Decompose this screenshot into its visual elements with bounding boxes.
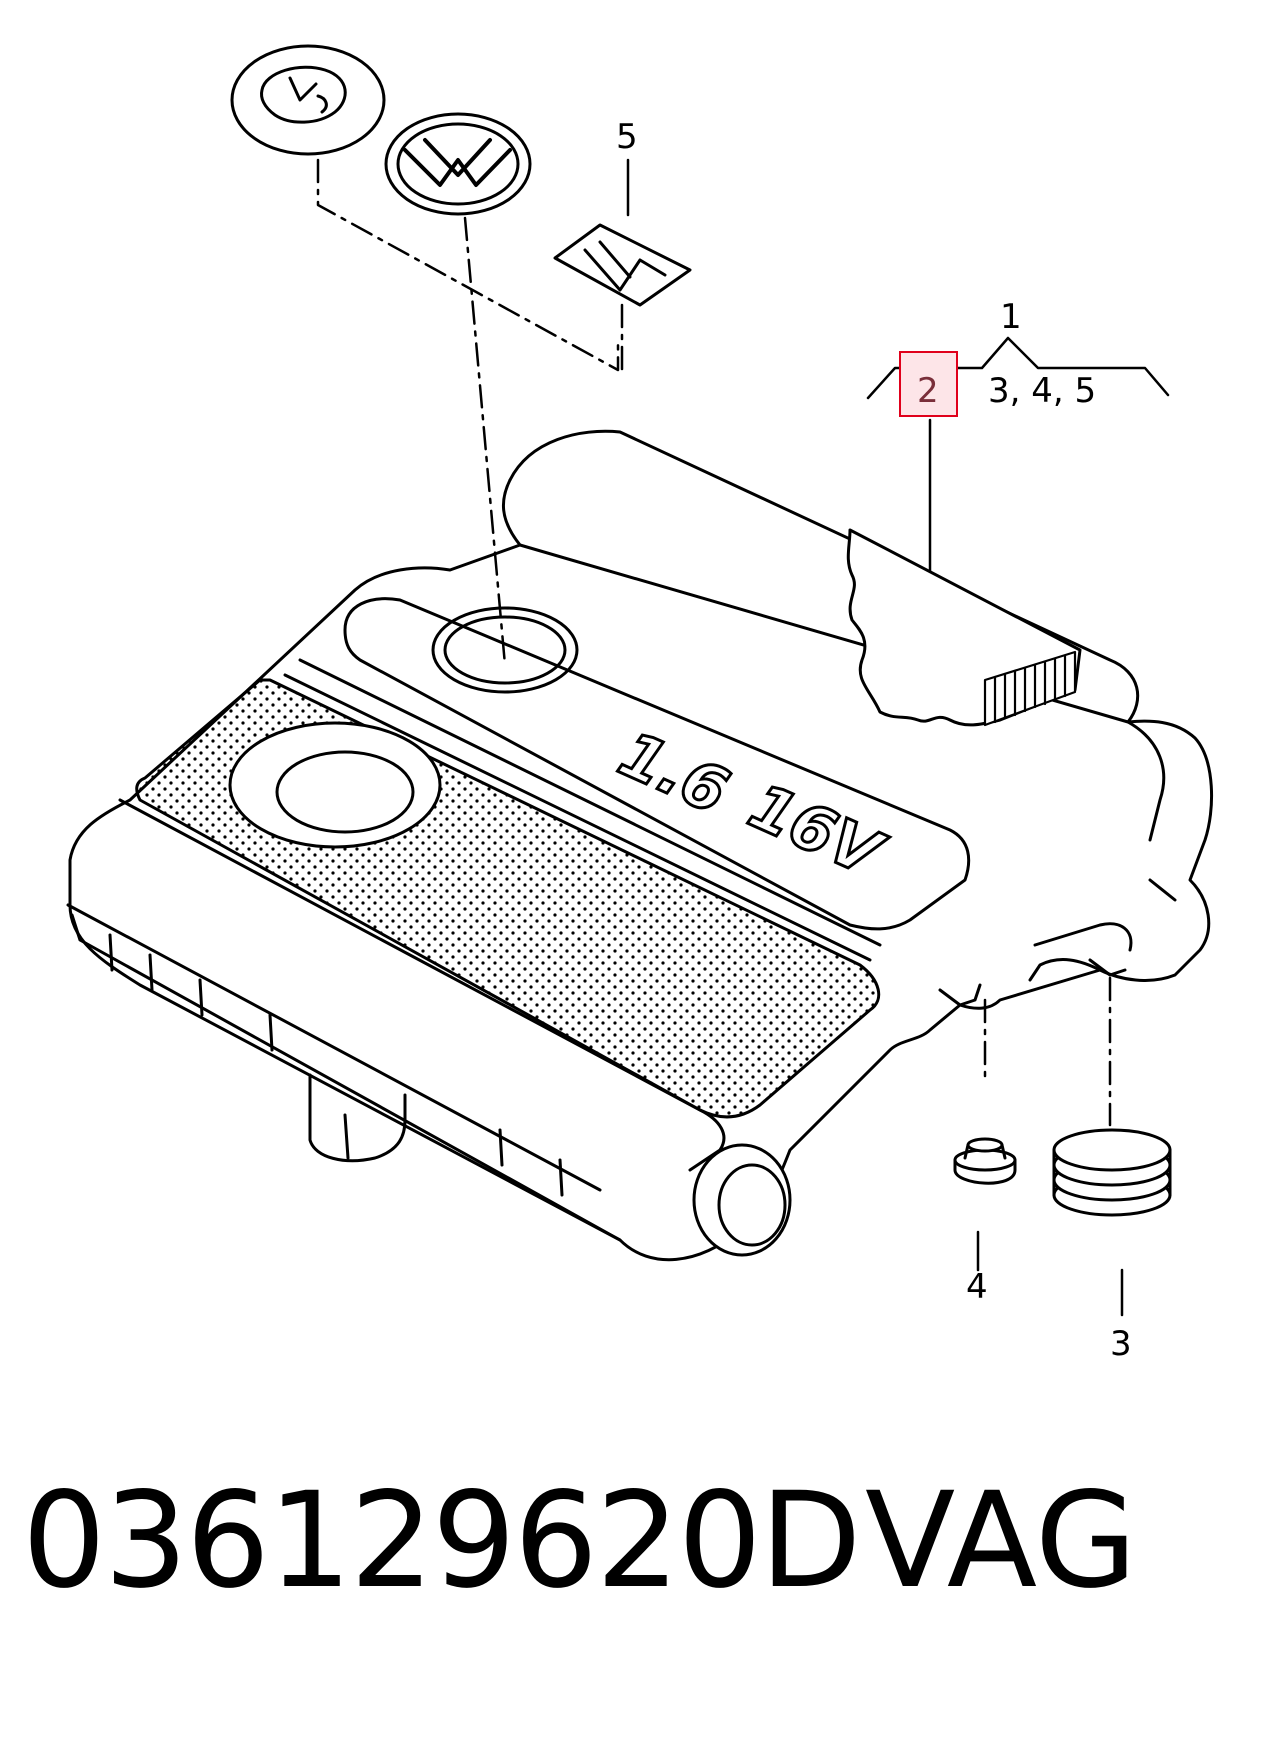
grommet-part-4 bbox=[953, 1137, 1017, 1185]
callout-1: 1 bbox=[1000, 297, 1022, 337]
guide-lines-emblems bbox=[316, 158, 1112, 1127]
part-number: 036129620D bbox=[22, 1464, 861, 1618]
callout-5: 5 bbox=[616, 117, 638, 157]
valves-label: 16V bbox=[739, 769, 896, 892]
callout-3: 3 bbox=[1110, 1324, 1132, 1364]
brand-name: VAG bbox=[865, 1464, 1138, 1618]
highlight-box-part-2 bbox=[899, 351, 958, 417]
badge-emblem-vw bbox=[384, 112, 532, 216]
badge-emblem-top-left bbox=[230, 44, 386, 156]
callout-3-4-5: 3, 4, 5 bbox=[988, 371, 1096, 411]
callout-2: 2 bbox=[917, 371, 939, 411]
seal-part-3 bbox=[1052, 1128, 1172, 1217]
exploded-parts-diagram: 1.6 16V 5 1 2 3, 4, 5 4 3 bbox=[66, 44, 1213, 1364]
badge-emblem-small bbox=[553, 223, 692, 307]
callout-4: 4 bbox=[966, 1267, 988, 1307]
engine-cover bbox=[66, 429, 1213, 1262]
